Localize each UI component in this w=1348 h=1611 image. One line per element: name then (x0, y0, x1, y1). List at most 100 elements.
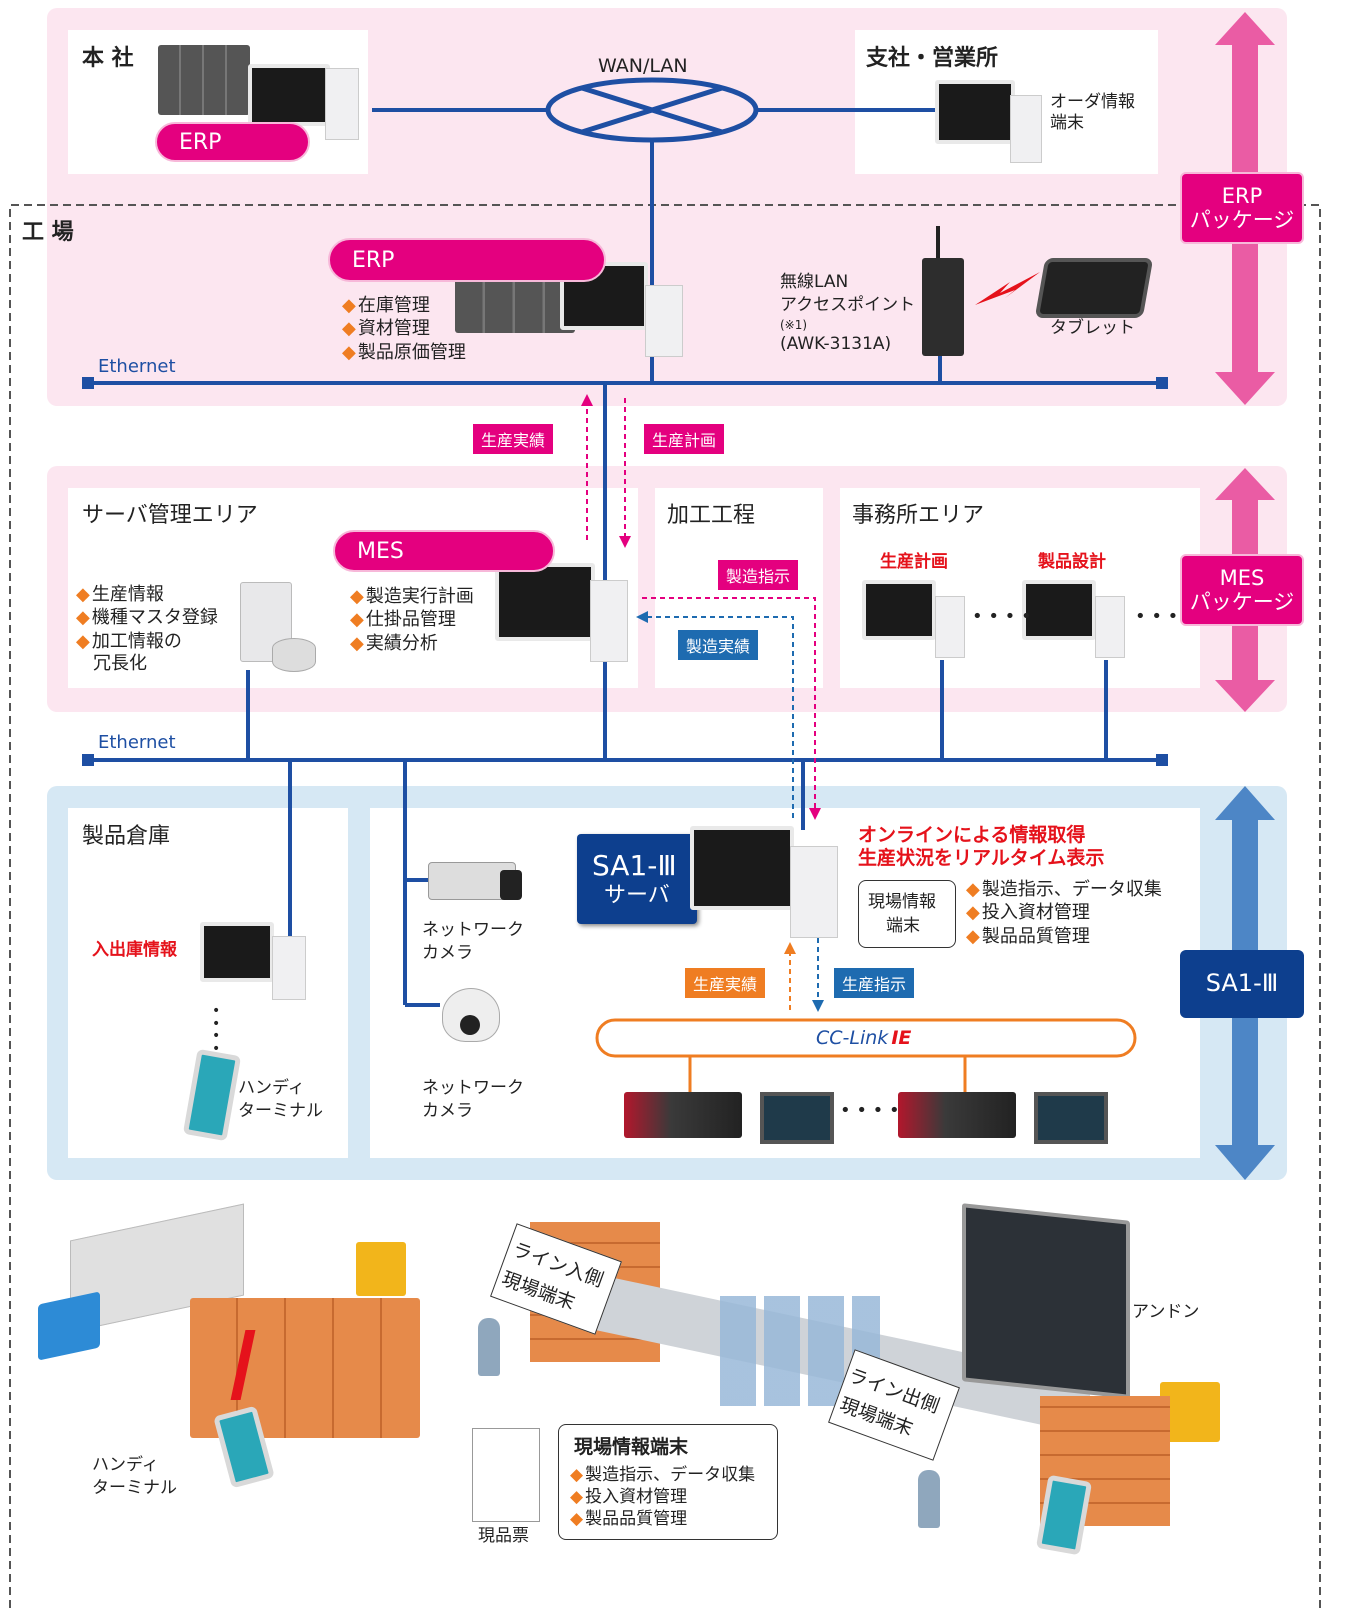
hq-erp-pill: ERP (155, 122, 310, 162)
field-terminal-label-2: 端末 (886, 916, 920, 936)
field-terminal-label-1: 現場情報 (868, 892, 936, 912)
server-area-item: 加工情報の (76, 630, 218, 653)
warehouse-info-label: 入出庫情報 (92, 940, 177, 960)
bottom-handy-label-2: ターミナル (92, 1478, 177, 1498)
forklift-1-icon (356, 1242, 406, 1296)
storage-disk-icon (272, 638, 316, 672)
hq-monitor (248, 64, 330, 126)
camera-2-label-b: カメラ (422, 1101, 473, 1121)
factory-erp-item: 在庫管理 (342, 294, 466, 317)
processing-title: 加工工程 (667, 503, 756, 528)
andon-board-icon (962, 1203, 1130, 1399)
mes-item: 仕掛品管理 (350, 608, 474, 631)
sa1-server-line1: SA1-Ⅲ (592, 849, 677, 882)
branch-pc-tower (1010, 95, 1042, 163)
bottom-field-box-title: 現場情報端末 (574, 1436, 689, 1458)
office-pc2-monitor (1022, 580, 1096, 640)
hq-title: 本 社 (82, 46, 134, 71)
bottom-field-box-item: 投入資材管理 (570, 1486, 755, 1508)
warehouse-title: 製品倉庫 (82, 824, 171, 849)
network-camera-2-lens (460, 1015, 480, 1035)
field-terminal-list: 製造指示、データ収集 投入資材管理 製品品質管理 (966, 878, 1162, 948)
hq-erp-label: ERP (179, 129, 222, 155)
flow-production-results: 生産実績 (473, 424, 554, 454)
office-title: 事務所エリア (852, 503, 985, 528)
bottom-handy-label-1: ハンディ (92, 1455, 159, 1475)
mes-monitor (495, 563, 595, 641)
factory-erp-pc-tower (645, 285, 683, 357)
office-dots-2: • • • • (1135, 606, 1195, 627)
sa1-server-line2: サーバ (604, 883, 670, 908)
field-terminal-item: 製品品質管理 (966, 925, 1162, 948)
access-point-icon (922, 258, 964, 356)
hq-pc-tower (325, 68, 359, 140)
sa1-label: SA1-Ⅲ (1180, 950, 1304, 1018)
sa1-monitor (690, 826, 794, 910)
factory-erp-item: 製品原価管理 (342, 341, 466, 364)
warehouse-pc-tower (272, 936, 306, 1000)
tablet-label: タブレット (1050, 318, 1135, 338)
erp-package-line2: パッケージ (1189, 208, 1295, 232)
factory-erp-pill: ERP (328, 238, 606, 282)
access-point-antenna (936, 226, 940, 260)
online-line1: オンラインによる情報取得 (858, 824, 1086, 846)
mes-item: 製造実行計画 (350, 585, 474, 608)
camera-1-label-b: カメラ (422, 943, 473, 963)
ticket-label: 現品票 (478, 1526, 529, 1546)
sa1-flow-instruction: 生産指示 (834, 968, 915, 998)
plc-unit-2 (898, 1092, 1016, 1138)
worker-1-icon (478, 1318, 500, 1376)
camera-2-label-a: ネットワーク (422, 1078, 524, 1098)
forklift-2-icon (1160, 1382, 1220, 1442)
bottom-field-box-item: 製造指示、データ収集 (570, 1464, 755, 1486)
network-camera-1-lens (500, 870, 522, 900)
plc-unit-1 (624, 1092, 742, 1138)
warehouse-handy-label-1: ハンディ (238, 1078, 305, 1098)
server-area-item-continued: 冗長化 (93, 653, 147, 674)
warehouse-handy-label-2: ターミナル (238, 1101, 323, 1121)
branch-terminal-label: オーダ情報 端末 (1050, 92, 1135, 134)
ethernet-label-2: Ethernet (98, 732, 176, 753)
flow-production-plan: 生産計画 (644, 424, 725, 454)
sa1-server-badge (577, 834, 697, 924)
mes-package-line1: MES (1219, 565, 1265, 590)
wireless-note: (※1) (780, 318, 808, 332)
mes-item: 実績分析 (350, 632, 474, 655)
server-area-title: サーバ管理エリア (82, 503, 258, 528)
wan-label: WAN/LAN (598, 55, 688, 77)
factory-title: 工 場 (22, 220, 74, 245)
ticket-icon (472, 1428, 540, 1522)
hq-server-rack (158, 45, 250, 115)
online-line2: 生産状況をリアルタイム表示 (858, 847, 1105, 869)
field-terminal-item: 投入資材管理 (966, 901, 1162, 924)
flow-manufacturing-results: 製造実績 (678, 630, 759, 660)
wireless-label-2: アクセスポイント (780, 295, 916, 315)
cclink-text: CC-Link (816, 1027, 889, 1049)
branch-monitor (935, 80, 1015, 144)
flow-manufacturing-instruction: 製造指示 (718, 560, 799, 590)
factory-erp-list: 在庫管理 資材管理 製品原価管理 (342, 294, 466, 364)
office-pc1-tower (935, 596, 965, 658)
cclink-suffix: IE (891, 1027, 912, 1049)
sa1-pc-tower (790, 846, 838, 938)
ethernet-label-1: Ethernet (98, 356, 176, 377)
factory-erp-item: 資材管理 (342, 317, 466, 340)
bottom-field-box-item: 製品品質管理 (570, 1508, 755, 1530)
mes-package-line2: パッケージ (1189, 590, 1295, 614)
hmi-panel-1 (760, 1092, 834, 1144)
tablet-icon (1034, 258, 1154, 318)
field-terminal-item: 製造指示、データ収集 (966, 878, 1162, 901)
server-area-item: 生産情報 (76, 583, 218, 606)
field-terminal-box (858, 880, 956, 948)
mes-pill: MES (333, 530, 555, 572)
office-pc2-label: 製品設計 (1038, 552, 1106, 572)
plc-dots: • • • • • (840, 1100, 916, 1121)
warehouse-monitor (200, 922, 274, 982)
mes-label: MES (357, 538, 404, 564)
camera-1-label-a: ネットワーク (422, 920, 524, 940)
andon-label: アンドン (1132, 1302, 1200, 1322)
office-dots-1: • • • • (972, 606, 1032, 627)
sa1-label-text: SA1-Ⅲ (1205, 969, 1279, 998)
